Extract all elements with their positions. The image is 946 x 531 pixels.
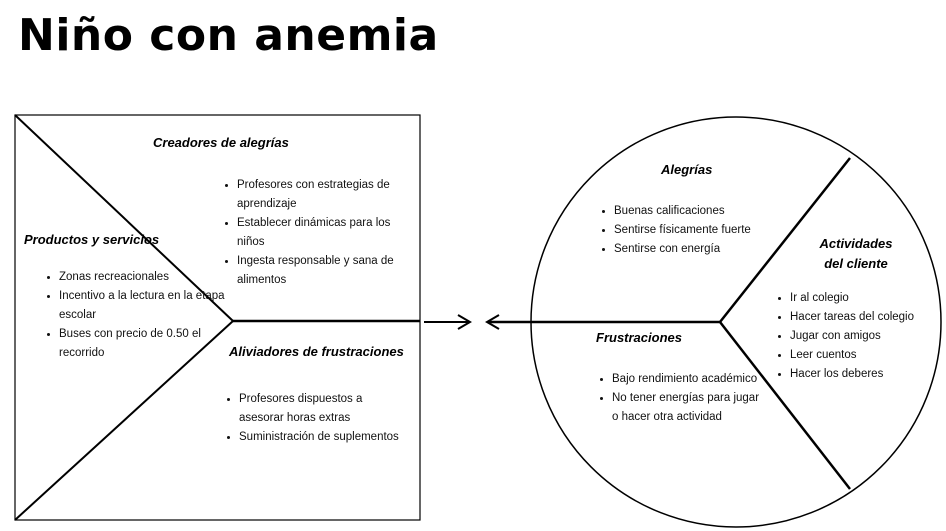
customer-jobs-heading: Actividades del cliente	[806, 234, 906, 274]
list-item: Suministración de suplementos	[239, 428, 399, 447]
list-item: Buses con precio de 0.50 el recorrido	[59, 325, 229, 363]
list-item: Bajo rendimiento académico	[612, 370, 762, 389]
products-services-list: Zonas recreacionales Incentivo a la lect…	[37, 268, 229, 363]
customer-jobs-heading-line2: del cliente	[824, 256, 888, 271]
arrow-left-icon	[485, 314, 500, 330]
gain-creators-heading: Creadores de alegrías	[153, 135, 289, 150]
divider-bottom	[14, 320, 234, 521]
gains-list: Buenas calificaciones Sentirse físicamen…	[592, 202, 804, 259]
divider-top	[14, 114, 234, 322]
circle-divider-bottom	[719, 321, 851, 490]
list-item: Hacer tareas del colegio	[790, 308, 946, 327]
gains-heading: Alegrías	[661, 162, 713, 177]
products-services-heading: Productos y servicios	[24, 232, 160, 247]
pains-list: Bajo rendimiento académico No tener ener…	[590, 370, 762, 427]
arrow-right-icon	[457, 314, 472, 330]
list-item: Profesores con estrategias de aprendizaj…	[237, 176, 402, 214]
list-item: Ingesta responsable y sana de alimentos	[237, 252, 402, 290]
gain-creators-list: Profesores con estrategias de aprendizaj…	[215, 176, 402, 290]
list-item: Establecer dinámicas para los niños	[237, 214, 402, 252]
list-item: Sentirse con energía	[614, 240, 804, 259]
list-item: Ir al colegio	[790, 289, 946, 308]
list-item: Leer cuentos	[790, 346, 946, 365]
customer-profile-circle	[530, 116, 942, 528]
list-item: Incentivo a la lectura en la etapa escol…	[59, 287, 229, 325]
list-item: Zonas recreacionales	[59, 268, 229, 287]
list-item: Sentirse físicamente fuerte	[614, 221, 804, 240]
list-item: Buenas calificaciones	[614, 202, 804, 221]
list-item: Jugar con amigos	[790, 327, 946, 346]
pain-relievers-list: Profesores dispuestos a asesorar horas e…	[217, 390, 399, 447]
pain-relievers-heading: Aliviadores de frustraciones	[229, 344, 404, 359]
list-item: No tener energías para jugar o hacer otr…	[612, 389, 762, 427]
value-map-square	[14, 114, 421, 521]
customer-jobs-list: Ir al colegio Hacer tareas del colegio J…	[768, 289, 946, 384]
list-item: Hacer los deberes	[790, 365, 946, 384]
page-title: Niño con anemia	[18, 10, 439, 61]
pains-heading: Frustraciones	[596, 330, 682, 345]
customer-jobs-heading-line1: Actividades	[819, 236, 893, 251]
list-item: Profesores dispuestos a asesorar horas e…	[239, 390, 399, 428]
circle-divider-top	[719, 157, 851, 323]
